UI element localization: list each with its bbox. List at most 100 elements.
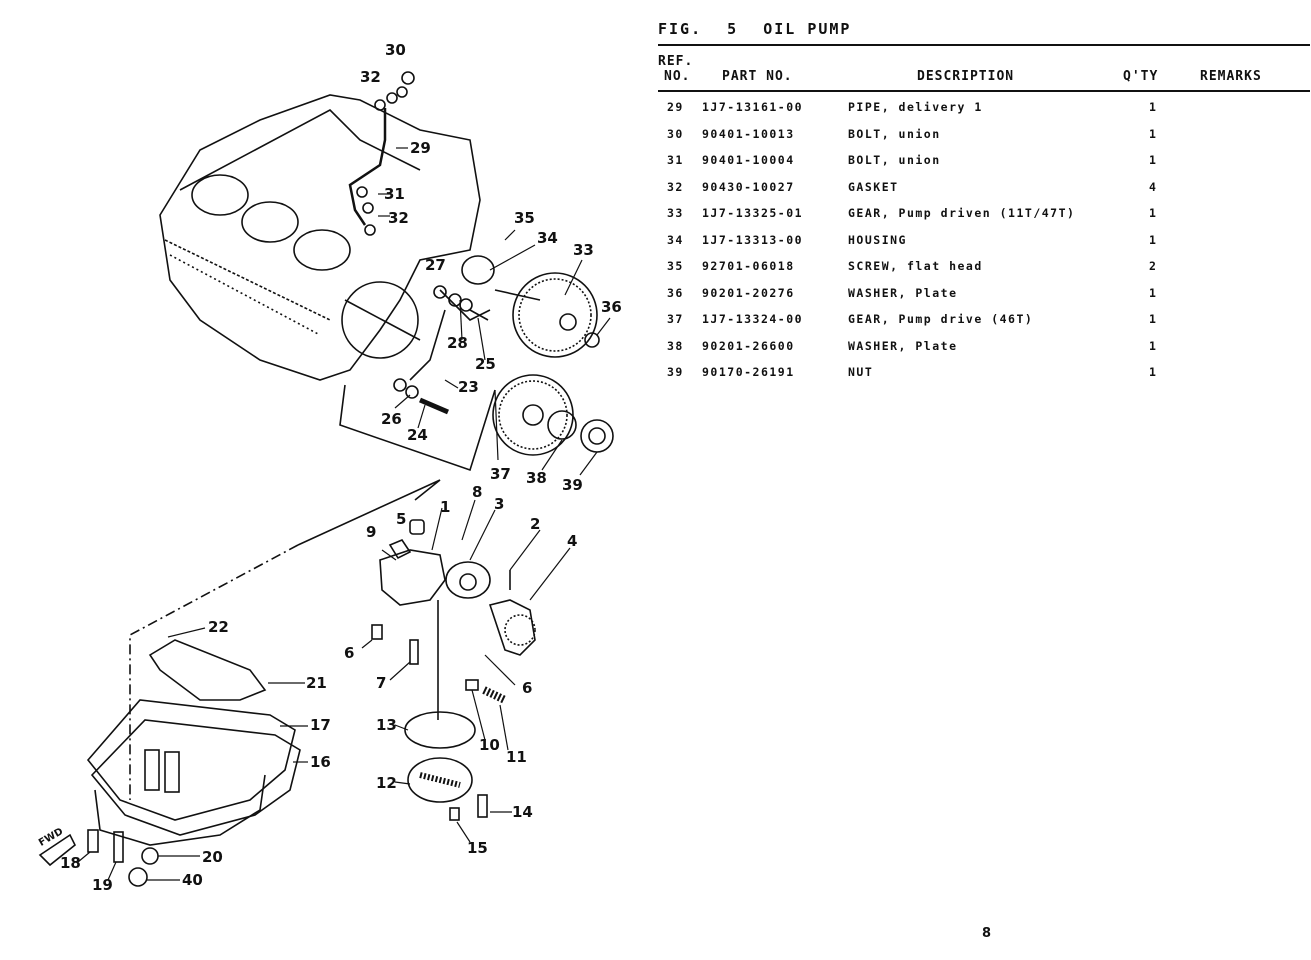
callout-19: 19 <box>92 876 113 894</box>
callout-7: 7 <box>376 674 387 692</box>
quantity: 4 <box>1149 179 1158 194</box>
oil-pan-drawing <box>38 639 301 887</box>
quantity: 1 <box>1149 285 1158 300</box>
header-ref-line1: REF. <box>658 54 694 69</box>
part-no: 90401-10004 <box>702 153 795 167</box>
callout-17: 17 <box>310 716 331 734</box>
header-ref-line2: NO. <box>664 69 691 84</box>
description: GASKET <box>848 179 899 194</box>
leader-lines <box>77 147 611 881</box>
callout-18: 18 <box>60 854 81 872</box>
callout-33: 33 <box>573 241 594 259</box>
description: WASHER, Plate <box>848 338 958 353</box>
engine-block-drawing <box>159 94 481 381</box>
header-description: DESCRIPTION <box>917 69 1015 84</box>
callout-26: 26 <box>381 410 402 428</box>
quantity: 1 <box>1149 338 1158 353</box>
callout-6: 6 <box>344 644 355 662</box>
description: GEAR, Pump drive (46T) <box>848 312 1034 326</box>
gear-assembly-drawing <box>339 255 614 472</box>
description: WASHER, Plate <box>848 285 958 300</box>
callout-40: 40 <box>182 871 203 889</box>
table-row: 38 90201-26600 WASHER, Plate 1 <box>658 331 1310 358</box>
ref-no: 38 <box>667 338 684 353</box>
callout-32b: 32 <box>388 209 409 227</box>
callout-20: 20 <box>202 848 223 866</box>
callout-21: 21 <box>306 674 327 692</box>
callout-39: 39 <box>562 476 583 494</box>
callout-28: 28 <box>447 334 468 352</box>
ref-no: 33 <box>667 206 684 220</box>
callout-6b: 6 <box>522 679 533 697</box>
parts-catalog: FIG. 5 OIL PUMP REF. NO. PART NO. DESCRI… <box>658 20 1310 384</box>
header-top-rule <box>658 44 1310 46</box>
callout-34: 34 <box>537 229 558 247</box>
part-no: 90430-10027 <box>702 179 795 194</box>
figure-name: OIL PUMP <box>763 20 852 38</box>
callout-2: 2 <box>530 515 541 533</box>
figure-title: FIG. 5 OIL PUMP <box>658 20 1310 40</box>
callout-32: 32 <box>360 68 381 86</box>
page-number: 8 <box>982 926 992 941</box>
oil-pump-drawing <box>129 479 536 821</box>
callout-8: 8 <box>472 483 483 501</box>
callout-38: 38 <box>526 469 547 487</box>
quantity: 1 <box>1149 100 1158 114</box>
table-row: 33 1J7-13325-01 GEAR, Pump driven (11T/47T… <box>658 198 1310 225</box>
description: GEAR, Pump driven (11T/47T) <box>848 206 1076 220</box>
callout-23: 23 <box>458 378 479 396</box>
part-no: 90201-26600 <box>702 338 795 353</box>
description: HOUSING <box>848 232 907 247</box>
callout-27: 27 <box>425 256 446 274</box>
ref-no: 34 <box>667 232 684 247</box>
callout-35: 35 <box>514 209 535 227</box>
ref-no: 37 <box>667 312 684 326</box>
ref-no: 32 <box>667 179 684 194</box>
description: PIPE, delivery 1 <box>848 100 983 114</box>
header-remarks: REMARKS <box>1200 69 1262 84</box>
parts-table-body: 29 1J7-13161-00 PIPE, delivery 1 1 30 90401-… <box>658 92 1310 384</box>
ref-no: 31 <box>667 153 684 167</box>
callout-22: 22 <box>208 618 229 636</box>
callout-24: 24 <box>407 426 428 444</box>
ref-no: 30 <box>667 126 684 141</box>
quantity: 1 <box>1149 232 1158 247</box>
callout-1: 1 <box>440 498 451 516</box>
callout-13: 13 <box>376 716 397 734</box>
callout-10: 10 <box>479 736 500 754</box>
table-row: 37 1J7-13324-00 GEAR, Pump drive (46T) 1 <box>658 304 1310 331</box>
quantity: 1 <box>1149 206 1158 220</box>
table-row: 32 90430-10027 GASKET 4 <box>658 172 1310 199</box>
ref-no: 29 <box>667 100 684 114</box>
table-row: 29 1J7-13161-00 PIPE, delivery 1 1 <box>658 92 1310 119</box>
header-part-no: PART NO. <box>722 69 793 84</box>
figure-number: 5 <box>727 20 739 38</box>
part-no: 90401-10013 <box>702 126 795 141</box>
quantity: 2 <box>1149 259 1158 273</box>
callout-4: 4 <box>567 532 578 550</box>
header-bottom-rule <box>658 90 1310 92</box>
diagram-line-art <box>38 71 614 887</box>
callout-16: 16 <box>310 753 331 771</box>
table-header: REF. NO. PART NO. DESCRIPTION Q'TY REMAR… <box>658 46 1310 88</box>
callout-11: 11 <box>506 748 527 766</box>
callout-9: 9 <box>366 523 377 541</box>
ref-no: 39 <box>667 365 684 379</box>
part-no: 1J7-13325-01 <box>702 206 804 220</box>
part-no: 1J7-13161-00 <box>702 100 804 114</box>
callout-36: 36 <box>601 298 622 316</box>
exploded-parts-diagram: 30 32 29 31 32 35 34 33 27 36 28 25 23 2… <box>0 0 650 960</box>
part-no: 90170-26191 <box>702 365 795 379</box>
callout-30: 30 <box>385 41 406 59</box>
quantity: 1 <box>1149 312 1158 326</box>
part-no: 1J7-13324-00 <box>702 312 804 326</box>
delivery-pipe-drawing <box>348 71 415 236</box>
callout-3: 3 <box>494 495 505 513</box>
description: BOLT, union <box>848 153 941 167</box>
description: SCREW, flat head <box>848 259 983 273</box>
callout-5: 5 <box>396 510 407 528</box>
